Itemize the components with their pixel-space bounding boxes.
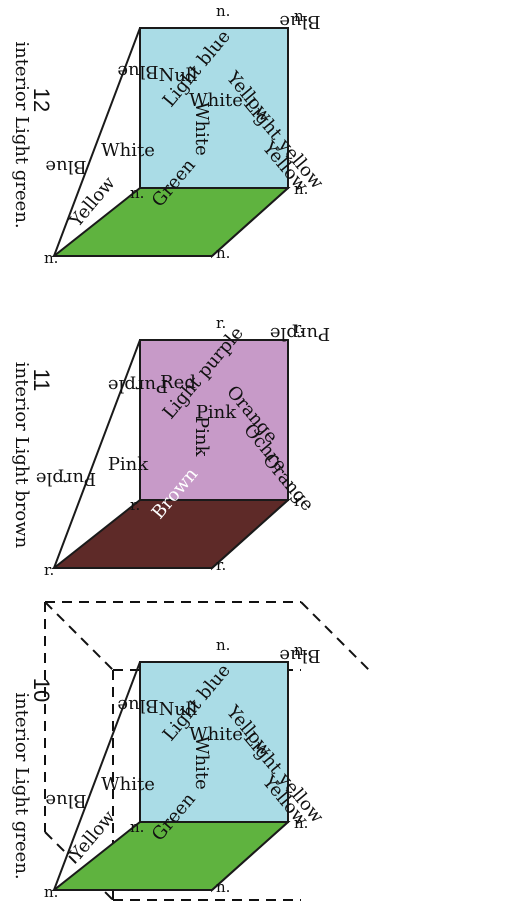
corner-label: r. — [216, 314, 226, 332]
corner-label: n. — [44, 249, 58, 267]
front-face-right-label: White — [101, 774, 155, 795]
corner-label: r. — [130, 496, 140, 514]
figure-11: 11 Orange Ochre Orange Pink Brown Orange… — [11, 314, 330, 579]
top-face-top-label: Pink — [191, 416, 212, 457]
top-face-top-label: White — [191, 736, 212, 790]
front-face-right-label: White — [101, 140, 155, 161]
back-edge-label: Purple — [270, 323, 330, 344]
front-face-left-label: Pink — [196, 402, 237, 423]
front-face-diagonal-label: Null — [159, 65, 198, 86]
corner-label: n. — [130, 184, 144, 202]
figure-number: 12 — [29, 88, 54, 112]
corner-label: n. — [130, 818, 144, 836]
corner-label: n. — [294, 180, 308, 198]
interior-note: interior Light green. — [11, 692, 32, 879]
figure-number: 11 — [29, 369, 54, 392]
hidden-edge — [53, 339, 212, 569]
hidden-edge — [53, 27, 212, 257]
corner-label: n. — [294, 7, 308, 25]
front-face-top-label: Purple — [108, 375, 168, 396]
front-face-bottom-label: Purple — [36, 468, 96, 489]
corner-label: n. — [216, 878, 230, 896]
back-edge-label: Blue — [279, 11, 320, 32]
front-face-top-label: Blue — [117, 61, 158, 82]
figure-number: 10 — [29, 678, 54, 702]
front-face-top-label: Blue — [117, 695, 158, 716]
front-face-left-label: White — [189, 724, 243, 745]
corner-label: r. — [44, 561, 54, 579]
front-face-right-label: Pink — [108, 454, 149, 475]
corner-label: r. — [294, 492, 304, 510]
interior-note: interior Light green. — [11, 41, 32, 228]
front-face-diagonal-label: Red — [160, 372, 196, 393]
figure-12: 12 Yellow Light yellow Yellow White Gree… — [11, 2, 328, 267]
corner-label: n. — [44, 883, 58, 901]
corner-label: n. — [216, 636, 230, 654]
top-face-top-label: White — [191, 102, 212, 156]
corner-label: n. — [216, 2, 230, 20]
corner-label: n. — [294, 814, 308, 832]
interior-note: interior Light brown — [11, 362, 32, 549]
corner-label: r. — [216, 556, 226, 574]
corner-label: n. — [294, 641, 308, 659]
front-face-diagonal-label: Null — [159, 699, 198, 720]
corner-label: r. — [294, 319, 304, 337]
front-face-left-label: White — [189, 90, 243, 111]
front-face-bottom-label: Blue — [45, 156, 86, 177]
back-edge-label: Blue — [279, 645, 320, 666]
corner-label: n. — [216, 244, 230, 262]
hidden-edge — [53, 661, 212, 891]
front-face-bottom-label: Blue — [45, 790, 86, 811]
figure-10: 10 Yellow Light yellow — [11, 601, 370, 901]
